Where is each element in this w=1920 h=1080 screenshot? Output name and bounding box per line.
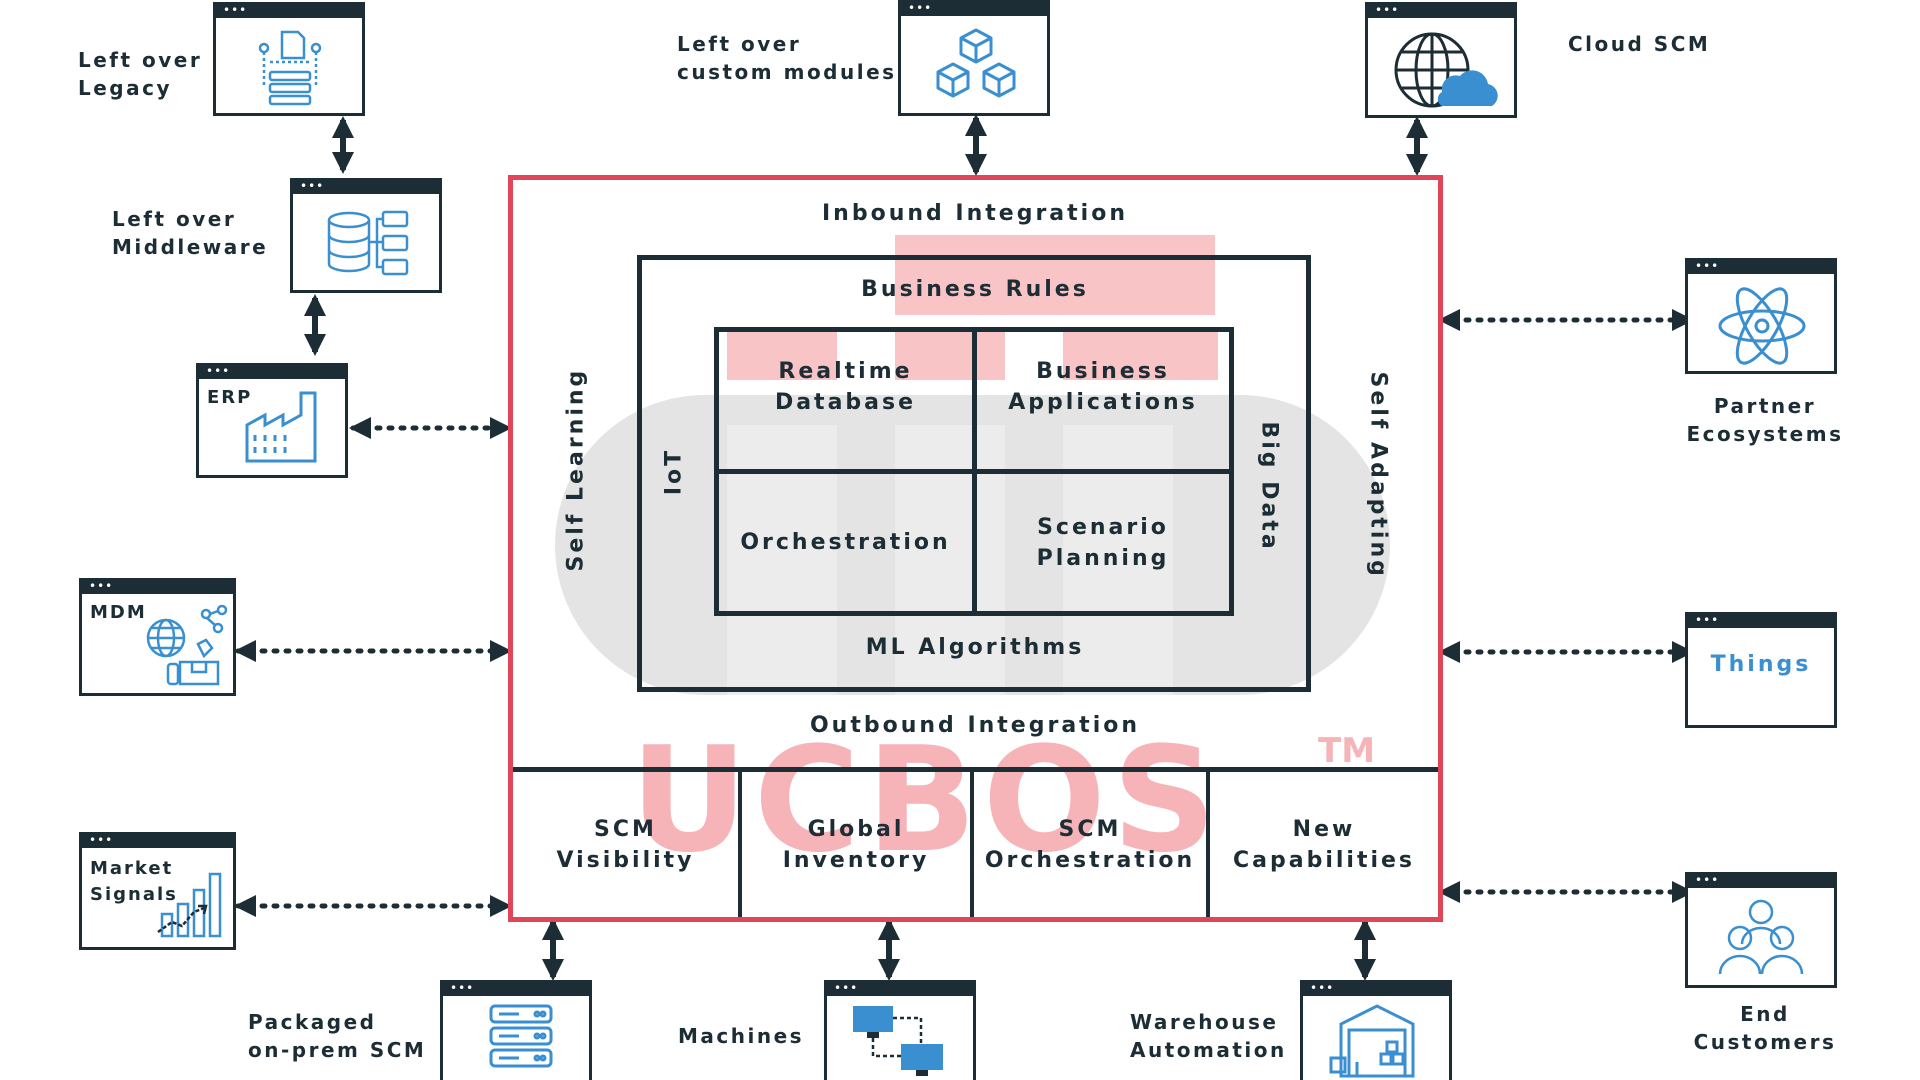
cloud-scm-node: •••	[1365, 2, 1517, 118]
grid-divider-horizontal	[714, 469, 1234, 474]
scenario-planning-cell: Scenario Planning	[1036, 514, 1170, 571]
mdm-label: MDM	[90, 602, 147, 623]
inbound-integration-label: Inbound Integration	[821, 201, 1128, 226]
machines-label: Machines	[678, 1024, 805, 1048]
bottom-divider-1	[738, 772, 742, 917]
business-applications-cell: Business Applications	[1008, 359, 1198, 415]
people-icon	[1718, 899, 1804, 975]
database-icon	[327, 210, 409, 276]
ucbos-core-frame	[508, 175, 1443, 922]
machines-node: •••	[824, 980, 976, 1080]
globe-boxes-icon	[146, 604, 228, 686]
globe-cloud-icon	[1394, 32, 1498, 108]
self-adapting-label: Self Adapting	[1365, 371, 1391, 579]
outbound-integration-label: Outbound Integration	[809, 713, 1141, 738]
packaged-scm-label: Packaged on-prem SCM	[248, 1010, 427, 1062]
custom-modules-label: Left over custom modules	[677, 32, 897, 84]
orchestration-cell: Orchestration	[740, 530, 951, 555]
erp-label: ERP	[207, 387, 253, 408]
network-icon	[853, 1006, 943, 1076]
realtime-database-cell: Realtime Database	[774, 359, 917, 415]
intelligence-box	[637, 255, 1311, 692]
custom-modules-node: •••	[898, 0, 1050, 116]
market-signals-label: Market Signals	[90, 858, 178, 905]
factory-icon	[245, 391, 317, 463]
watermark-text: UCBOS	[630, 716, 1222, 885]
watermark-red-bars	[727, 235, 1218, 380]
cloud-scm-label: Cloud SCM	[1568, 32, 1711, 56]
things-label: Things	[1710, 652, 1812, 677]
erp-node: ••• ERP	[196, 363, 348, 478]
self-learning-label: Self Learning	[563, 367, 589, 572]
scm-orchestration-cell: SCM Orchestration	[984, 816, 1196, 873]
scm-visibility-cell: SCM Visibility	[556, 816, 695, 873]
atom-icon	[1718, 287, 1806, 365]
global-inventory-cell: Global Inventory	[782, 816, 930, 873]
warehouse-icon	[1329, 1004, 1415, 1078]
bottom-divider-3	[1206, 772, 1210, 917]
end-customers-label: End Customers	[1693, 1002, 1837, 1054]
bottom-divider-2	[970, 772, 974, 917]
cubes-icon	[936, 28, 1016, 98]
partner-ecosystems-label: Partner Ecosystems	[1686, 394, 1844, 446]
server-icon	[489, 1004, 553, 1068]
things-node: ••• Things	[1685, 612, 1837, 728]
warehouse-automation-node: •••	[1300, 980, 1452, 1080]
big-data-label: Big Data	[1256, 421, 1282, 552]
legacy-label: Left over Legacy	[78, 48, 203, 100]
watermark-tm: TM	[1318, 731, 1375, 771]
ml-algorithms-label: ML Algorithms	[865, 635, 1085, 660]
iot-label: IoT	[661, 447, 687, 496]
warehouse-automation-label: Warehouse Automation	[1130, 1010, 1287, 1062]
bottom-row-divider	[513, 767, 1438, 772]
document-flow-icon	[258, 30, 322, 106]
new-capabilities-cell: New Capabilities	[1232, 816, 1416, 873]
packaged-scm-node: •••	[440, 980, 592, 1080]
business-rules-label: Business Rules	[861, 277, 1089, 302]
legacy-node: •••	[213, 2, 365, 116]
mdm-node: ••• MDM	[79, 578, 236, 696]
middleware-node: •••	[290, 178, 442, 293]
middleware-label: Left over Middleware	[112, 207, 269, 259]
market-signals-node: ••• Market Signals	[79, 832, 236, 950]
bar-chart-icon	[157, 872, 222, 938]
partner-ecosystems-node: •••	[1685, 258, 1837, 374]
end-customers-node: •••	[1685, 872, 1837, 988]
